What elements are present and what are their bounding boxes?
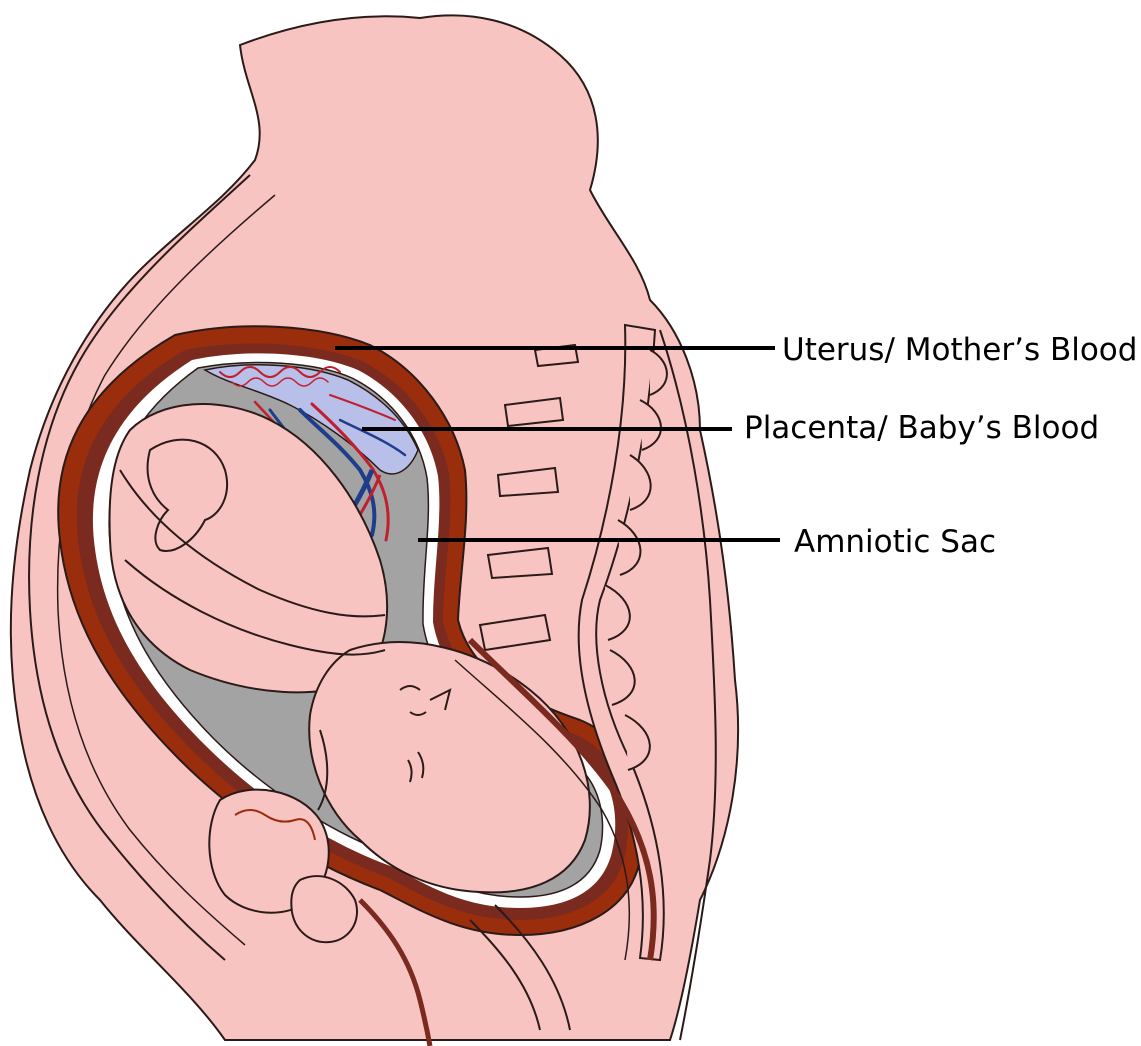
amniotic-sac-label: Amniotic Sac [794, 524, 996, 560]
uterus-label: Uterus/ Mother’s Blood [782, 332, 1137, 368]
placenta-label: Placenta/ Baby’s Blood [744, 410, 1099, 446]
